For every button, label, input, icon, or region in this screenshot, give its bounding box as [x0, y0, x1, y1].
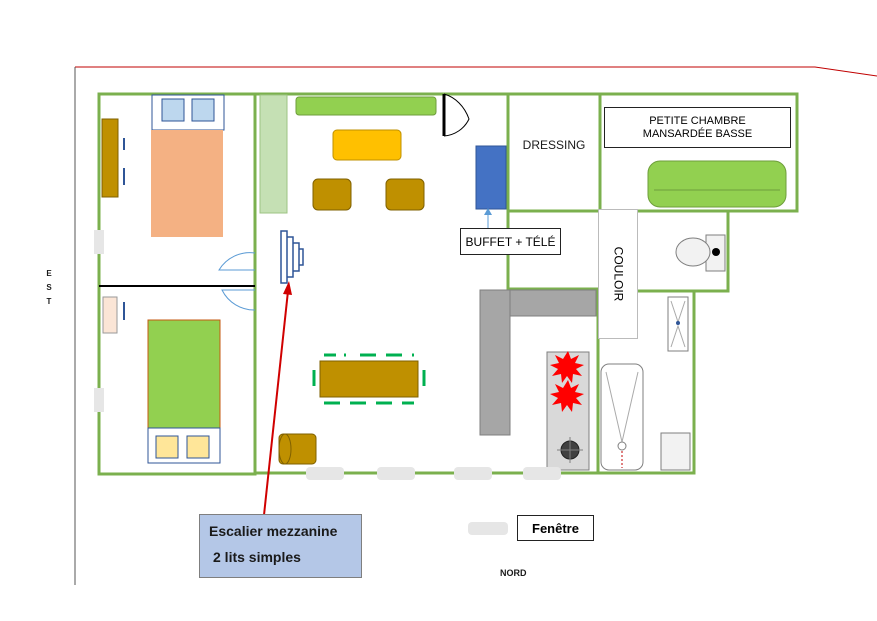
buffet-tele-label: BUFFET + TÉLÉ	[460, 228, 561, 255]
buffet-tele-text: BUFFET + TÉLÉ	[465, 234, 556, 249]
couloir-text: COULOIR	[611, 246, 625, 302]
sofa-icon	[647, 160, 787, 208]
door-icon	[218, 252, 256, 311]
legend-line-1: Escalier mezzanine	[209, 523, 338, 539]
washing-machine	[660, 432, 691, 471]
est-label: E S T	[46, 269, 52, 306]
bathtub-icon	[600, 363, 644, 471]
bed-icon	[151, 94, 225, 237]
bed-icon	[147, 319, 221, 464]
table-icon	[312, 353, 426, 405]
window-icon	[306, 467, 561, 535]
petite-chambre-text: PETITE CHAMBRE MANSARDÉE BASSE	[642, 114, 753, 140]
kitchen-counter	[479, 289, 597, 436]
legend-line-2: 2 lits simples	[213, 549, 301, 565]
nightstand	[101, 118, 119, 198]
window-icon	[94, 230, 104, 254]
fenetre-text: Fenêtre	[532, 520, 579, 536]
buffet-tv	[475, 145, 507, 210]
armchair	[385, 178, 425, 211]
stove-icon	[546, 351, 590, 471]
window-icon	[94, 388, 104, 412]
legend-box: Escalier mezzanine 2 lits simples	[199, 514, 362, 578]
nord-label: NORD	[500, 568, 527, 578]
stairs-arrow	[263, 290, 289, 516]
buffet-arrowhead	[484, 208, 492, 215]
toilet-icon	[675, 234, 726, 272]
fenetre-label: Fenêtre	[517, 515, 594, 541]
dressing-label: DRESSING	[522, 138, 586, 152]
sink-icon	[667, 296, 689, 352]
couloir-label: COULOIR	[598, 209, 638, 339]
property-line	[75, 66, 877, 77]
armchair	[312, 178, 352, 211]
stairs-icon	[280, 230, 304, 284]
stool	[278, 433, 317, 465]
shelf	[259, 94, 288, 214]
coffee-table	[332, 129, 402, 161]
stairs-arrowhead	[283, 281, 292, 295]
nightstand	[102, 296, 118, 334]
petite-chambre-label: PETITE CHAMBRE MANSARDÉE BASSE	[604, 107, 791, 148]
sofa-icon	[295, 96, 437, 116]
entry-door-icon	[442, 93, 470, 137]
